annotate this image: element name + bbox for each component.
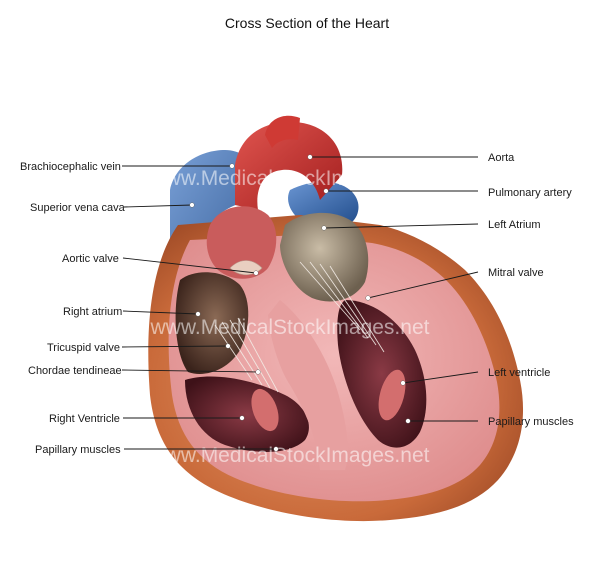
label-papillary-muscles-right: Papillary muscles bbox=[488, 416, 574, 428]
dot-aorta bbox=[307, 154, 313, 160]
dot-mitral-valve bbox=[365, 295, 371, 301]
aorta-branch-shape bbox=[265, 115, 300, 148]
papillary-muscle-left bbox=[378, 369, 406, 421]
watermark-top: www.MedicalStockImages.net bbox=[150, 167, 430, 190]
right-atrium-cavity bbox=[175, 272, 249, 374]
dot-pulmonary-artery bbox=[323, 188, 329, 194]
leader-left-atrium bbox=[323, 223, 479, 229]
label-papillary-muscles-left: Papillary muscles bbox=[35, 444, 121, 456]
label-aortic-valve: Aortic valve bbox=[62, 253, 119, 265]
papillary-muscle-right bbox=[251, 388, 279, 432]
interventricular-septum bbox=[268, 300, 348, 470]
dot-right-atrium bbox=[195, 311, 201, 317]
label-left-atrium: Left Atrium bbox=[488, 219, 541, 231]
dot-left-atrium bbox=[321, 225, 327, 231]
label-pulmonary-artery: Pulmonary artery bbox=[488, 187, 572, 199]
label-chordae-tendineae: Chordae tendineae bbox=[28, 365, 122, 377]
aorta-shape bbox=[235, 121, 343, 210]
leader-aortic-valve bbox=[122, 257, 257, 274]
label-right-atrium: Right atrium bbox=[63, 306, 122, 318]
leader-right-atrium bbox=[122, 310, 199, 315]
aortic-root bbox=[206, 206, 277, 279]
leader-superior-vena-cava bbox=[123, 204, 193, 208]
chordae-tendineae-strings bbox=[214, 261, 385, 393]
leader-mitral-valve bbox=[367, 271, 479, 299]
leader-tricuspid-valve bbox=[121, 345, 229, 348]
watermark-middle: www.MedicalStockImages.net bbox=[150, 316, 430, 339]
diagram-title: Cross Section of the Heart bbox=[225, 15, 389, 31]
label-aorta: Aorta bbox=[488, 152, 515, 164]
dot-brachiocephalic-vein bbox=[229, 163, 235, 169]
left-ventricle-cavity bbox=[337, 300, 427, 448]
watermark-bottom: www.MedicalStockImages.net bbox=[150, 444, 430, 467]
leader-chordae-tendineae bbox=[121, 369, 259, 373]
dot-chordae-tendineae bbox=[255, 369, 261, 375]
label-left-ventricle: Left ventricle bbox=[488, 367, 550, 379]
dot-papillary-muscles-right bbox=[405, 418, 411, 424]
left-atrium-cavity bbox=[280, 212, 369, 302]
watermarks: www.MedicalStockImages.net www.MedicalSt… bbox=[150, 167, 430, 467]
heart-illustration bbox=[148, 115, 524, 522]
right-ventricle-cavity bbox=[185, 376, 309, 452]
leader-lines bbox=[121, 156, 479, 450]
label-superior-vena-cava: Superior vena cava bbox=[30, 202, 126, 214]
label-tricuspid-valve: Tricuspid valve bbox=[47, 342, 120, 354]
dot-right-ventricle bbox=[239, 415, 245, 421]
pulmonary-artery-shape bbox=[288, 181, 359, 222]
left-labels: Brachiocephalic vein Superior vena cava … bbox=[20, 161, 126, 456]
right-labels: Aorta Pulmonary artery Left Atrium Mitra… bbox=[488, 152, 574, 428]
dot-papillary-muscles-left bbox=[273, 446, 279, 452]
label-right-ventricle: Right Ventricle bbox=[49, 413, 120, 425]
leader-left-ventricle bbox=[402, 371, 479, 384]
dot-aortic-valve bbox=[253, 270, 259, 276]
dot-tricuspid-valve bbox=[225, 343, 231, 349]
label-mitral-valve: Mitral valve bbox=[488, 267, 544, 279]
dot-left-ventricle bbox=[400, 380, 406, 386]
label-brachiocephalic-vein: Brachiocephalic vein bbox=[20, 161, 121, 173]
pointer-dots bbox=[189, 154, 411, 452]
dot-superior-vena-cava bbox=[189, 202, 195, 208]
